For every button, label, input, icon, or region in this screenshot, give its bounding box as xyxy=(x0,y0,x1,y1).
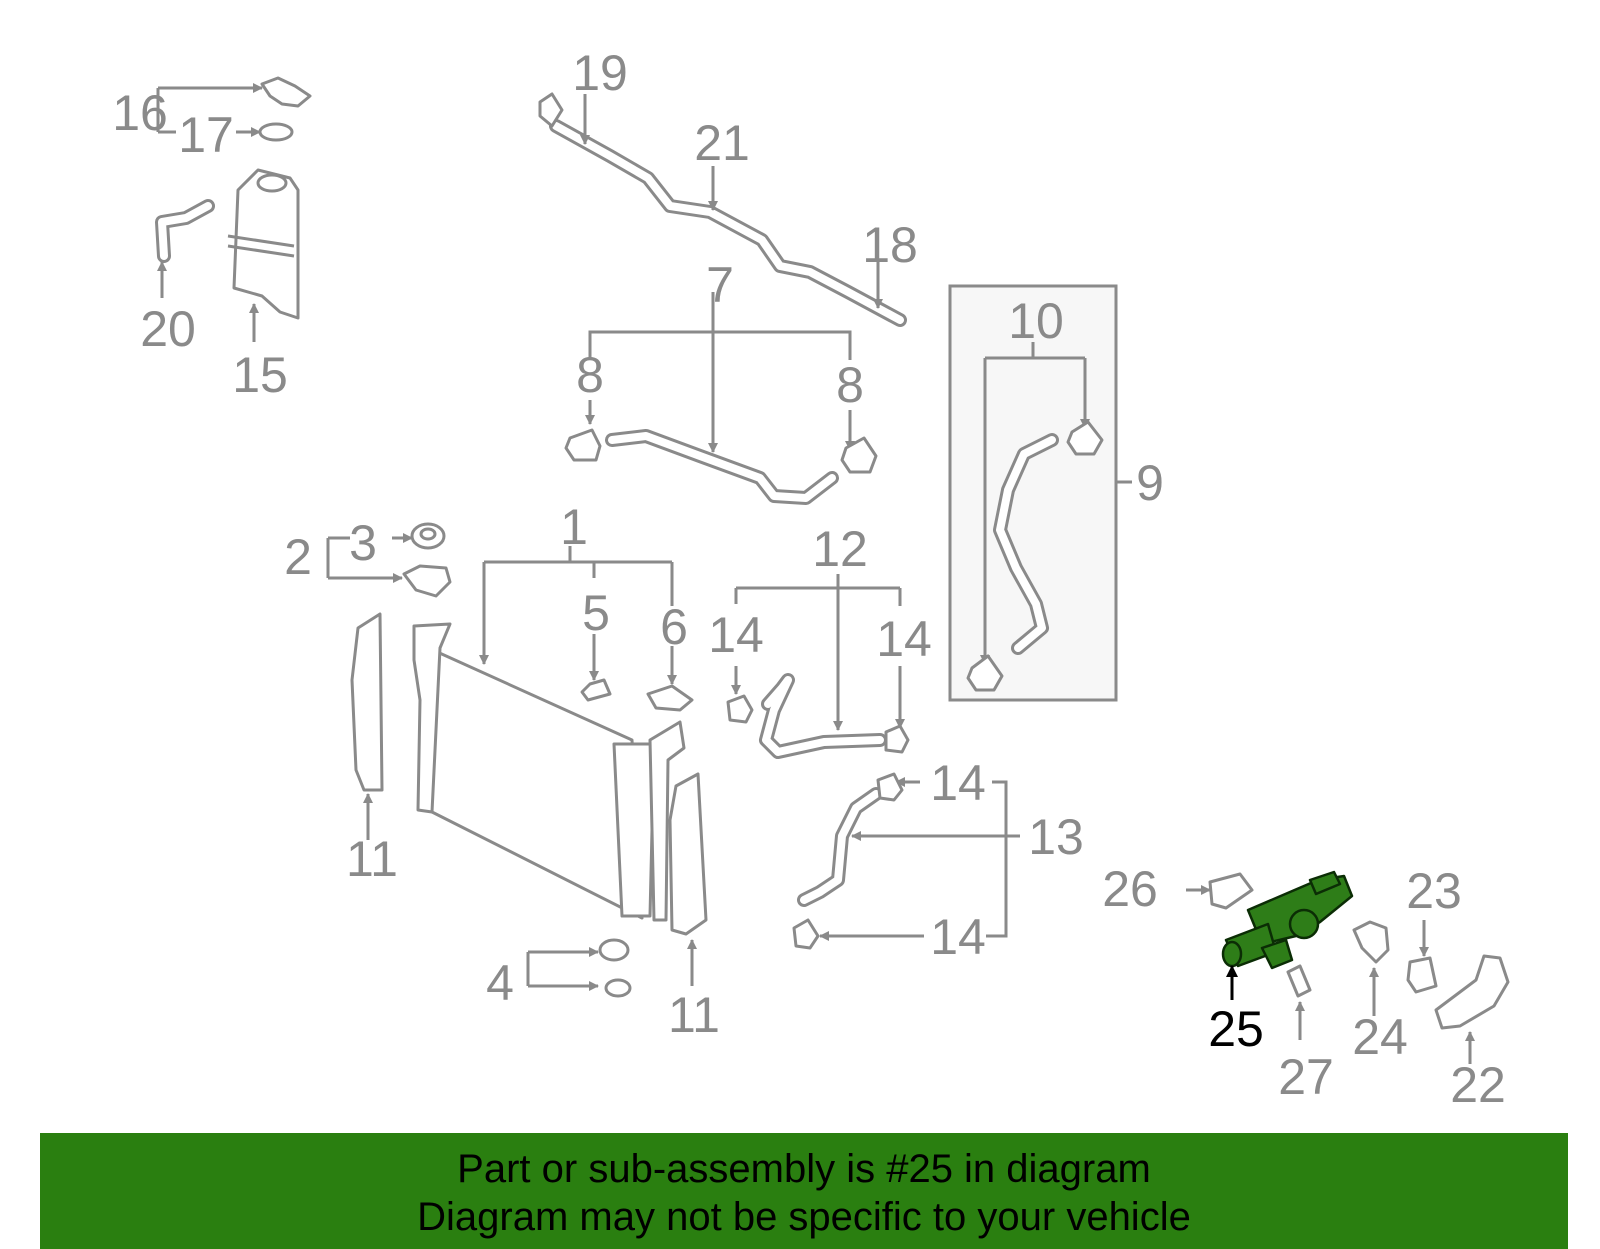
lower-cushion xyxy=(598,938,630,962)
callout-12: 12 xyxy=(812,521,868,577)
callout-11a: 11 xyxy=(346,831,398,887)
overflow-pipe-group xyxy=(538,92,907,327)
callout-3: 3 xyxy=(349,515,377,571)
bracket-7 xyxy=(588,292,852,450)
lower-washer xyxy=(604,978,632,998)
radiator-group xyxy=(326,522,708,998)
callout-11b: 11 xyxy=(668,987,720,1043)
hose-clamp-14b xyxy=(884,724,910,754)
hose-9-group xyxy=(948,284,1132,702)
temperature-sensor-27 xyxy=(1286,964,1312,998)
radiator-left-tank xyxy=(412,622,452,814)
hose-clamp-14a xyxy=(726,694,754,724)
info-banner: Part or sub-assembly is #25 in diagram D… xyxy=(40,1133,1568,1249)
callout-7: 7 xyxy=(706,257,734,313)
callout-23: 23 xyxy=(1406,863,1462,919)
callout-4: 4 xyxy=(486,955,514,1011)
hose-clamp-14d xyxy=(792,918,820,950)
radiator-core xyxy=(422,644,644,920)
callout-1: 1 xyxy=(560,499,588,555)
hose-clamp-10b xyxy=(966,654,1004,692)
air-guide-right xyxy=(668,772,708,936)
callout-14d: 14 xyxy=(930,909,986,965)
radiator-right-tank xyxy=(612,742,656,918)
radiator-cap xyxy=(646,684,694,712)
callout-17: 17 xyxy=(178,107,234,163)
callout-labels: 19 16 17 21 18 7 10 20 8 8 15 9 1 3 2 12… xyxy=(112,45,1506,1113)
hose-clamp-14c xyxy=(876,772,904,802)
gasket-26 xyxy=(1208,872,1254,910)
callout-14b: 14 xyxy=(876,611,932,667)
hose-clamp-8a xyxy=(564,428,602,462)
callout-2: 2 xyxy=(284,529,312,585)
bypass-hoses-group xyxy=(726,574,1020,950)
water-outlet-highlighted xyxy=(1221,870,1354,970)
callout-15: 15 xyxy=(232,347,288,403)
callout-21: 21 xyxy=(694,115,750,171)
callout-14a: 14 xyxy=(708,607,764,663)
callout-24: 24 xyxy=(1352,1009,1408,1065)
callout-5: 5 xyxy=(582,585,610,641)
callout-9: 9 xyxy=(1136,455,1164,511)
reservoir-neck xyxy=(256,173,288,193)
o-ring xyxy=(258,122,294,142)
reservoir-cap-seal xyxy=(260,76,312,108)
reservoir-tank xyxy=(232,168,300,320)
callout-10: 10 xyxy=(1008,293,1064,349)
air-guide-left xyxy=(350,612,384,792)
radiator-mount-bracket xyxy=(402,564,452,598)
thermostat-group xyxy=(1186,870,1510,1064)
banner-line-2: Diagram may not be specific to your vehi… xyxy=(417,1195,1191,1239)
upper-hose-group xyxy=(564,292,878,505)
callout-18: 18 xyxy=(862,217,918,273)
reservoir-group xyxy=(155,76,312,342)
water-inlet-22 xyxy=(1434,954,1510,1030)
gasket-23 xyxy=(1406,956,1438,994)
banner-line-1: Part or sub-assembly is #25 in diagram xyxy=(457,1147,1151,1191)
hose-clamp-8b xyxy=(840,436,878,474)
callout-8b: 8 xyxy=(836,357,864,413)
thermostat-24 xyxy=(1352,920,1390,964)
callout-16: 16 xyxy=(112,85,168,141)
callout-26: 26 xyxy=(1102,861,1158,917)
callout-19: 19 xyxy=(572,45,628,101)
callout-6: 6 xyxy=(660,599,688,655)
drain-plug xyxy=(580,678,612,702)
callout-14c: 14 xyxy=(930,755,986,811)
callout-27: 27 xyxy=(1278,1049,1334,1105)
hose-clamp-10a xyxy=(1066,420,1104,456)
pipe-bracket xyxy=(538,92,564,128)
callout-22: 22 xyxy=(1450,1057,1506,1113)
callout-8a: 8 xyxy=(576,347,604,403)
callout-25-highlighted: 25 xyxy=(1208,1001,1264,1057)
callout-13: 13 xyxy=(1028,809,1084,865)
callout-20: 20 xyxy=(140,301,196,357)
